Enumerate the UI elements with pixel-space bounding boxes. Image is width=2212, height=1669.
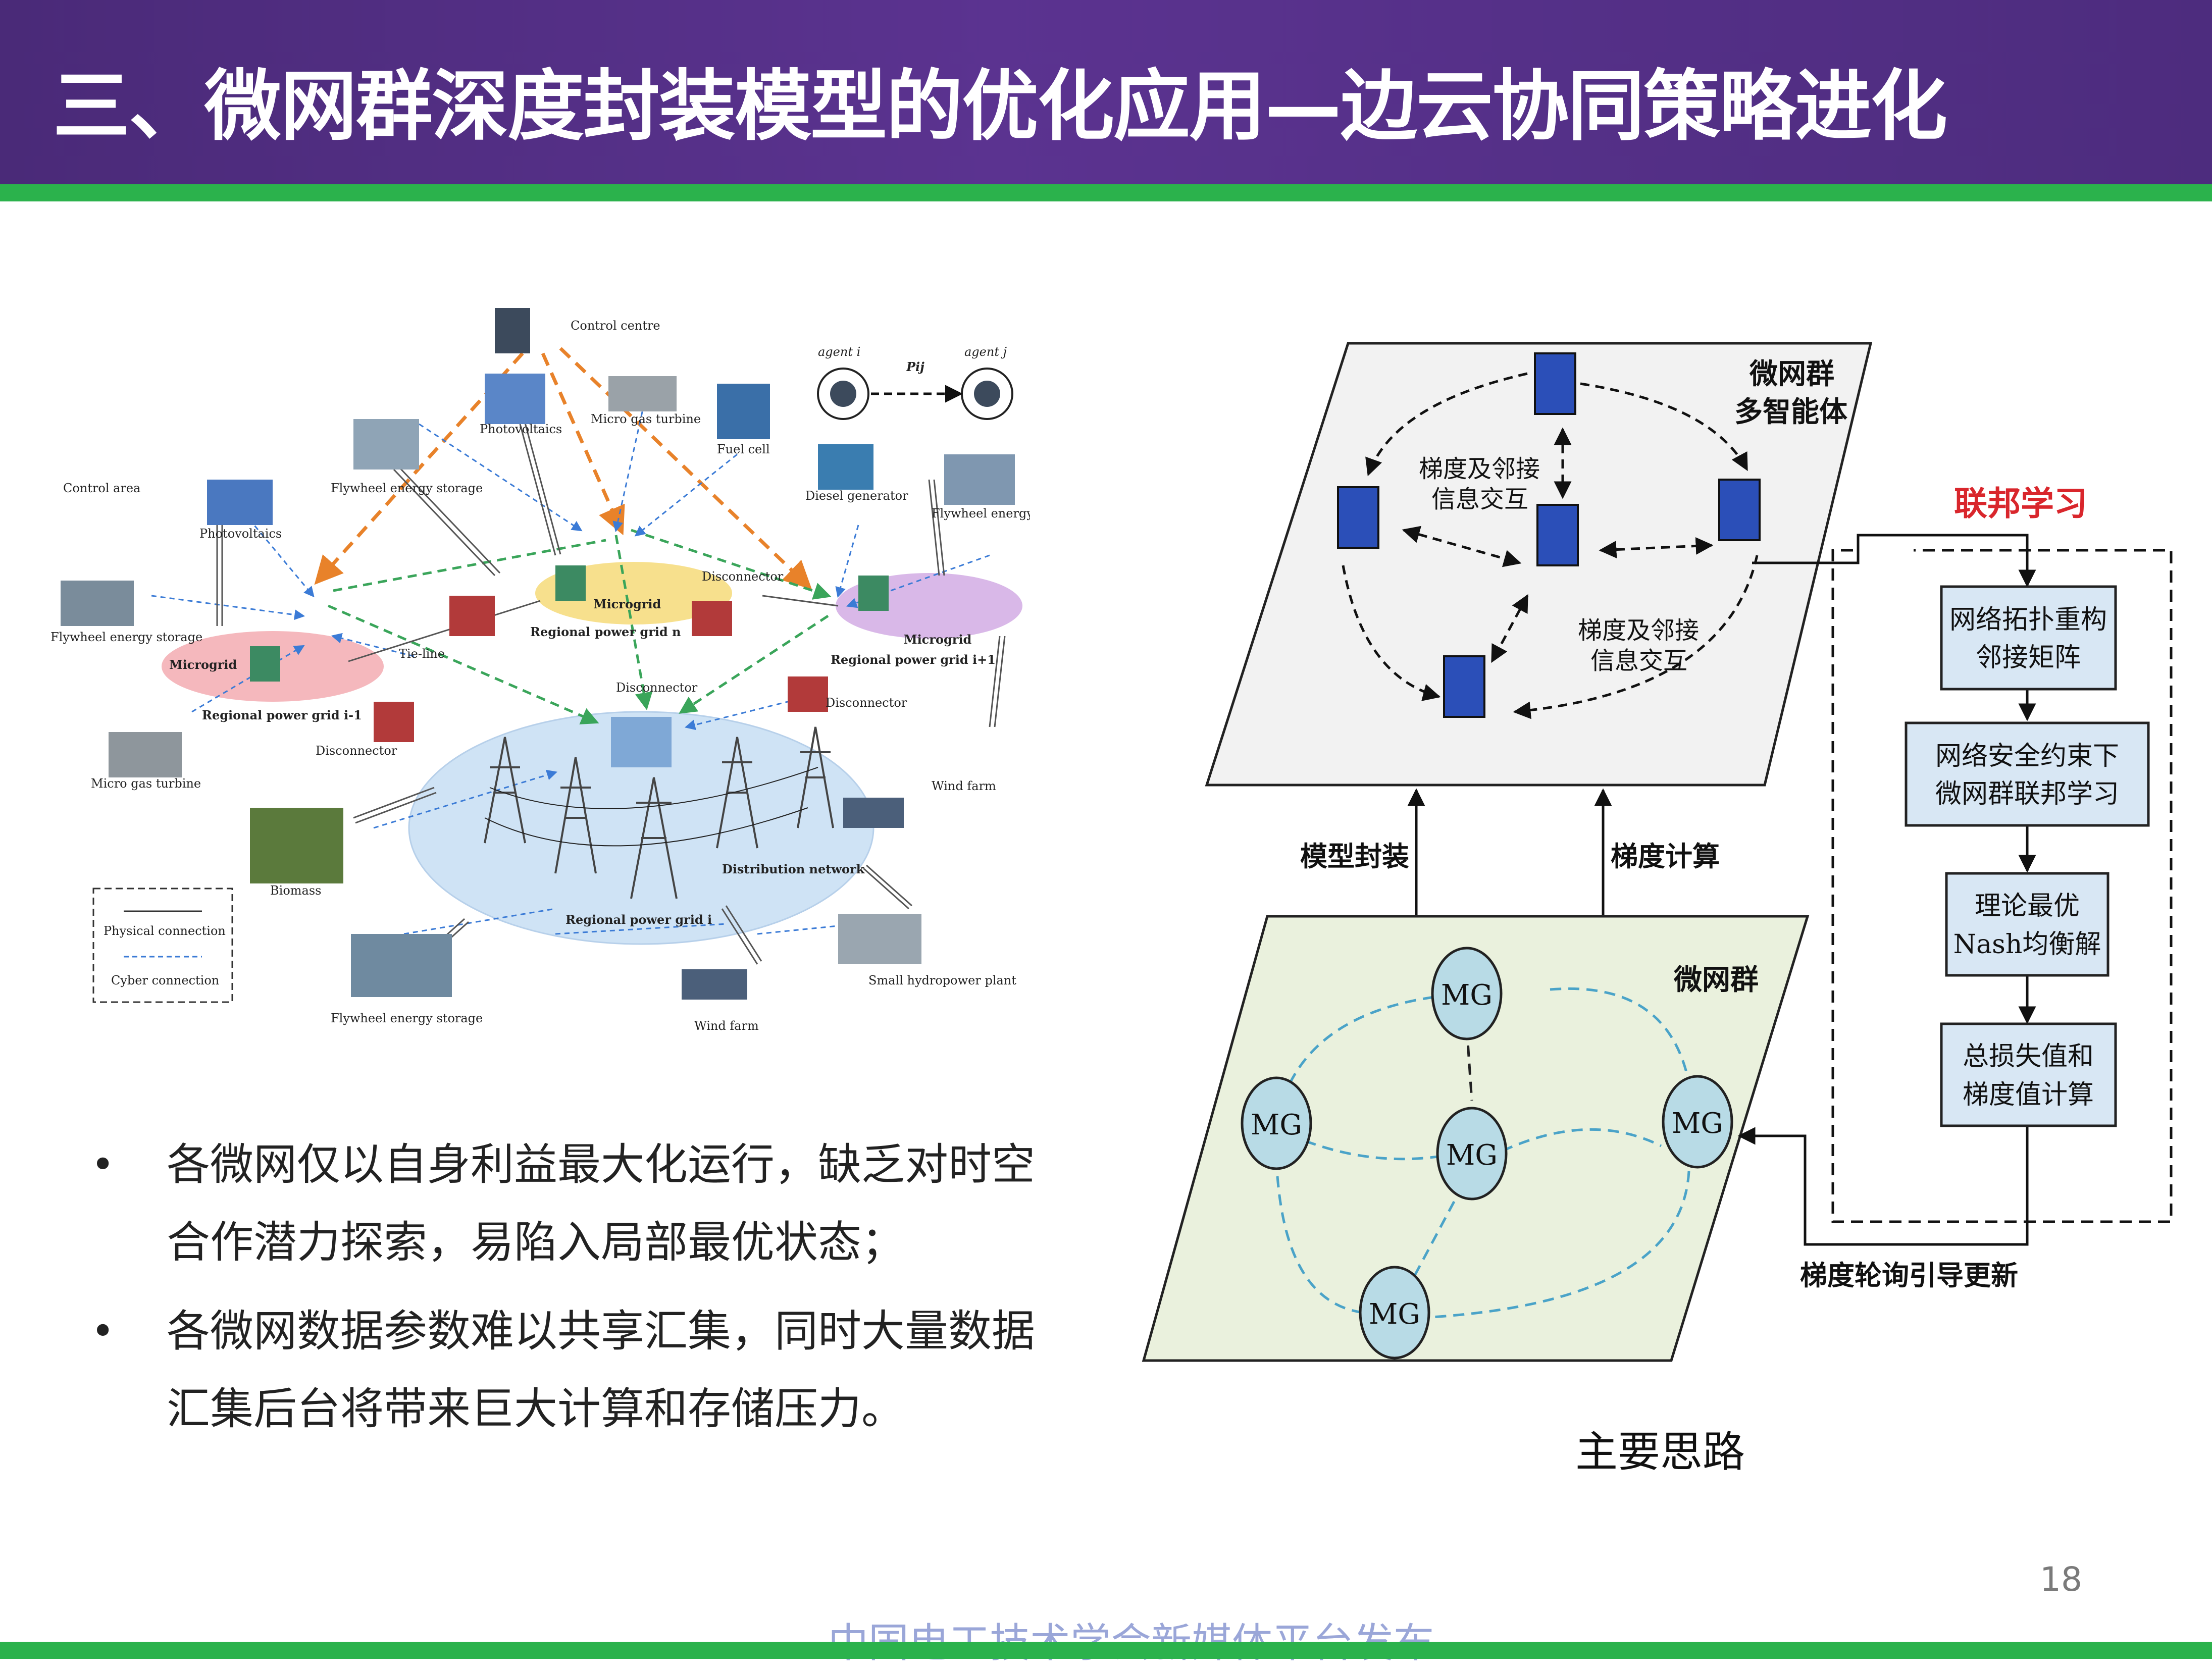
exchange-label-2b: 信息交互 <box>1590 647 1687 675</box>
bullet-dot: • <box>91 1141 115 1188</box>
label-wind-farm-right: Wind farm <box>932 779 996 793</box>
header-accent-bar <box>0 184 2212 201</box>
mg-node-label: MG <box>1446 1139 1498 1172</box>
computer-icon <box>1534 352 1576 415</box>
label-disconnector-top: Disconnector <box>702 569 784 584</box>
bullet-text-2: 各微网数据参数难以共享汇集，同时大量数据汇集后台将带来巨大计算和存储压力。 <box>167 1306 1035 1434</box>
agent-links <box>1342 372 1759 719</box>
arrow-label-model-encapsulation: 模型封装 <box>1300 840 1409 872</box>
footer-note: 中国电工技术学会新媒体平台发布 <box>828 1610 1434 1669</box>
label-photovoltaics-left: Photovoltaics <box>199 527 282 541</box>
mg-link-dark <box>1465 1027 1473 1101</box>
mg-node: MG <box>1436 1107 1508 1201</box>
exchange-label-2a: 梯度及邻接 <box>1578 616 1699 645</box>
label-agent-i: agent i <box>818 345 860 359</box>
mg-links <box>1276 987 1693 1319</box>
mg-node-label: MG <box>1369 1298 1420 1331</box>
process-box-4: 总损失值和 梯度值计算 <box>1940 1022 2117 1127</box>
legend-cyber-label: Cyber connection <box>111 973 219 987</box>
label-disconnector-mid: Disconnector <box>616 681 698 695</box>
label-flywheel-top-left: Flywheel energy storage <box>331 481 483 495</box>
exchange-label-1a: 梯度及邻接 <box>1419 455 1540 483</box>
upper-plane-title-2: 多智能体 <box>1734 395 1847 429</box>
process-box-3-line2: Nash均衡解 <box>1953 929 2101 960</box>
connector-upper-to-boxes <box>1752 534 2036 588</box>
cyber-links-green <box>328 529 832 724</box>
label-wind-farm-bottom: Wind farm <box>694 1019 759 1033</box>
label-agent-j: agent j <box>964 345 1007 359</box>
upper-plane-title-1: 微网群 <box>1749 357 1834 391</box>
label-flywheel-left: Flywheel energy storage <box>50 630 202 644</box>
label-micro-gas-turbine-top: Micro gas turbine <box>591 412 701 426</box>
page-number: 18 <box>2040 1560 2082 1599</box>
process-box-2: 网络安全约束下 微网群联邦学习 <box>1905 721 2150 827</box>
label-disconnector-right: Disconnector <box>826 696 907 710</box>
mg-node-label: MG <box>1441 979 1493 1012</box>
process-box-4-line1: 总损失值和 <box>1963 1041 2094 1072</box>
microgrid-network-diagram: Control centre agent i agent j Pij Photo… <box>50 308 1030 1033</box>
label-regional-grid-i: Regional power grid i <box>565 912 712 927</box>
equipment-icons <box>61 308 1015 1000</box>
connector-boxes-to-mg <box>1737 1126 2029 1246</box>
header-band <box>0 0 2212 184</box>
bullet-item: • 各微网仅以自身利益最大化运行，缺乏对时空合作潜力探索，易陷入局部最优状态； <box>91 1126 1050 1281</box>
computer-icon <box>1337 486 1379 549</box>
label-flywheel-top-right: Flywheel energy storage <box>932 506 1030 520</box>
computer-icon <box>1536 504 1579 566</box>
update-label: 梯度轮询引导更新 <box>1800 1259 2018 1291</box>
label-regional-grid-i2: Regional power grid i+1 <box>831 652 996 667</box>
mg-node-label: MG <box>1251 1109 1302 1141</box>
arrow-label-gradient-calc: 梯度计算 <box>1611 840 1720 872</box>
label-microgrid-right: Microgrid <box>904 632 971 647</box>
mg-node: MG <box>1241 1076 1312 1170</box>
process-box-1: 网络拓扑重构 邻接矩阵 <box>1940 585 2117 691</box>
diagram-caption: 主要思路 <box>1575 1427 1745 1477</box>
mg-node: MG <box>1431 947 1503 1040</box>
process-box-1-line1: 网络拓扑重构 <box>1949 605 2107 635</box>
label-microgrid-center: Microgrid <box>593 597 661 611</box>
process-box-3-line1: 理论最优 <box>1975 891 2080 921</box>
label-disconnector-left: Disconnector <box>316 744 397 758</box>
agent-computer-icons <box>1337 352 1761 718</box>
process-box-2-line2: 微网群联邦学习 <box>1935 779 2119 809</box>
label-photovoltaics-top: Photovoltaics <box>480 422 562 436</box>
process-box-4-line2: 梯度值计算 <box>1963 1080 2094 1110</box>
mg-node-label: MG <box>1672 1107 1723 1140</box>
physical-links <box>216 423 1006 968</box>
label-distribution-network: Distribution network <box>722 862 865 876</box>
label-pij: Pij <box>906 359 924 374</box>
label-fuel-cell: Fuel cell <box>717 442 770 456</box>
computer-icon <box>1443 655 1485 718</box>
label-tie-line: Tie-line <box>399 647 445 661</box>
label-regional-grid-n: Regional power grid n <box>530 624 681 639</box>
label-control-centre: Control centre <box>571 319 660 333</box>
federated-learning-label: 联邦学习 <box>1954 484 2087 523</box>
legend-physical-label: Physical connection <box>104 924 226 938</box>
mg-node: MG <box>1359 1266 1430 1360</box>
label-flywheel-bottom: Flywheel energy storage <box>331 1011 483 1025</box>
label-diesel-generator: Diesel generator <box>805 489 908 503</box>
computer-icon <box>1718 479 1761 541</box>
exchange-label-1b: 信息交互 <box>1431 485 1528 513</box>
slide-title: 三、微网群深度封装模型的优化应用—边云协同策略进化 <box>53 62 1947 151</box>
label-micro-gas-turbine-left: Micro gas turbine <box>91 776 201 791</box>
label-small-hydro: Small hydropower plant <box>868 973 1016 987</box>
label-regional-grid-i1: Regional power grid i-1 <box>202 708 362 722</box>
legend-box <box>92 888 233 1003</box>
mg-node: MG <box>1662 1075 1733 1169</box>
footer-accent-bar <box>0 1642 2212 1659</box>
process-box-3: 理论最优 Nash均衡解 <box>1945 872 2110 977</box>
lower-plane-title: 微网群 <box>1673 963 1759 997</box>
label-microgrid-left: Microgrid <box>169 657 237 672</box>
bullet-item: • 各微网数据参数难以共享汇集，同时大量数据汇集后台将带来巨大计算和存储压力。 <box>91 1292 1050 1448</box>
label-biomass: Biomass <box>270 883 321 898</box>
transmission-towers <box>484 726 834 899</box>
process-box-2-line1: 网络安全约束下 <box>1935 741 2119 771</box>
bullet-dot: • <box>91 1308 115 1354</box>
bullet-text-1: 各微网仅以自身利益最大化运行，缺乏对时空合作潜力探索，易陷入局部最优状态； <box>167 1139 1035 1268</box>
bullet-list: • 各微网仅以自身利益最大化运行，缺乏对时空合作潜力探索，易陷入局部最优状态； •… <box>91 1126 1050 1459</box>
label-control-area: Control area <box>63 481 140 495</box>
process-box-1-line2: 邻接矩阵 <box>1976 643 2081 673</box>
